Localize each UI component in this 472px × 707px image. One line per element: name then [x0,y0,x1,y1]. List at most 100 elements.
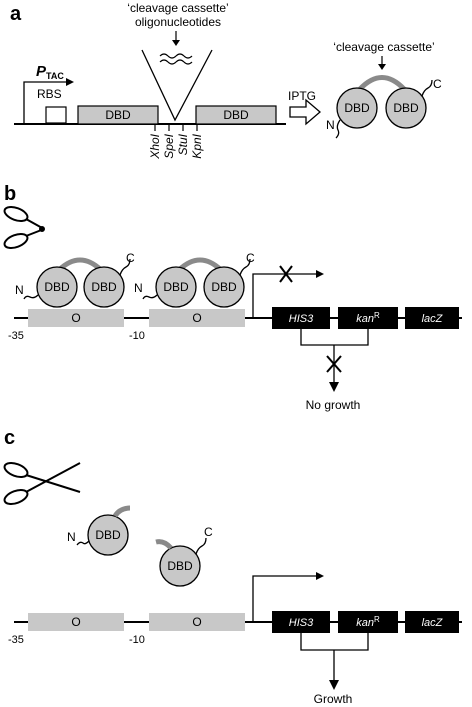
dbd-box-right [195,105,277,125]
panel-b-letter: b [4,183,16,205]
panel-b: b O O -35 -10 DBD DBD N C DBD D [3,183,462,412]
gene-his3-label-c: HIS3 [289,617,314,629]
dbd-box-left [77,105,159,125]
cleaved-dbd-1 [87,514,129,556]
operator-1 [28,309,124,327]
scissors-open-icon [3,462,81,505]
site-spei: SpeI [162,133,176,158]
cleaved-n-tail [76,540,90,546]
dimer-2-linker [177,257,223,272]
product-dbd-1 [336,87,378,129]
operator-2-label: O [192,311,201,325]
cleaved-n-label: N [67,530,76,544]
dimer-1-linker [57,257,103,272]
dimer-1-dbd-b [83,266,125,308]
cassette-oligos-label-line2: oligonucleotides [135,15,221,29]
cleaved-linker-2 [155,539,173,550]
induction-arrow-icon [289,98,321,126]
site-xhoi: XhoI [148,133,162,159]
restriction-site-ticks [154,124,198,131]
dimer-2-dbd-b-label: DBD [211,280,237,294]
c-terminus-label: C [433,77,442,91]
panel-a-letter: a [10,3,22,25]
product-cassette-label: ‘cleavage cassette’ [333,40,434,54]
promoter-arrow-icon [23,78,74,124]
cassette-oligos-label-line1: ‘cleavage cassette’ [127,1,228,15]
c-terminus-tail [421,79,433,97]
oligo-wave-icon [159,53,193,65]
scissors-closed-icon [3,206,45,249]
gene-kan-box-c [338,611,398,633]
n-terminus-tail [335,119,341,139]
dimer-2-n-label: N [134,281,143,295]
dimer-1-dbd-b-label: DBD [91,280,117,294]
operator-2 [149,309,245,327]
cleaved-c-label: C [204,525,213,539]
gene-kan-label: kanR [356,311,380,325]
rbs-box [45,106,67,124]
cleaved-dbd-2 [159,545,201,587]
operator-1-label: O [71,311,80,325]
outcome-arrow-icon-c [329,680,339,690]
panel-c-letter: c [4,427,15,449]
cleaved-dbd-1-label: DBD [95,528,121,542]
cleaved-c-tail [195,537,207,555]
insertion-site-icon [141,49,213,122]
gene-lacz-label-c: lacZ [422,617,444,629]
operator-1-c-label: O [71,615,80,629]
gene-lacz-label: lacZ [422,313,444,325]
panel-c: c DBD N DBD C O O -35 -10 [3,427,462,706]
operator-2-c [149,613,245,631]
operator-1-c [28,613,124,631]
gene-his3-box-c [272,611,330,633]
pos-minus35-c: -35 [8,634,24,646]
dimer-2-c-tail [239,258,251,276]
dbd-box-right-label: DBD [223,108,249,122]
dimer-2-n-tail [142,294,158,300]
down-arrow-icon [172,31,180,46]
product-dbd-2-label: DBD [393,101,419,115]
outcome-arrow-icon [329,382,339,392]
panel-a: a ‘cleavage cassette’ oligonucleotides P… [10,1,442,160]
pos-minus10: -10 [129,330,145,342]
cleaved-linker-1 [112,505,131,518]
outcome-growth: Growth [314,692,353,706]
dbd-box-left-label: DBD [105,108,131,122]
dimer-2-dbd-a-label: DBD [163,280,189,294]
site-stui: StuI [176,133,190,155]
gene-his3-label: HIS3 [289,313,314,325]
gene-kan-box [338,307,398,329]
cassette-pointer-icon [378,56,386,70]
site-kpni: KpnI [190,133,204,158]
gene-his3-box [272,307,330,329]
outcome-no-growth: No growth [306,398,361,412]
n-terminus-label: N [326,118,335,132]
dimer-1-dbd-a [36,266,78,308]
outcome-bracket-c [300,633,369,682]
transcription-arrow-icon [252,572,324,622]
dimer-2-dbd-a [155,266,197,308]
transcription-blocked-arrow-icon [252,265,324,318]
dimer-2-dbd-b [203,266,245,308]
inducer-label: IPTG [288,89,316,103]
outcome-bracket [300,329,369,384]
gene-lacz-box-c [405,611,459,633]
promoter-label: PTAC [36,63,64,81]
cleaved-dbd-2-label: DBD [167,559,193,573]
pos-minus10-c: -10 [129,634,145,646]
dimer-1-c-tail [119,258,131,276]
dimer-1-c-label: C [126,251,135,265]
pos-minus35: -35 [8,330,24,342]
rbs-label: RBS [37,87,62,101]
blocked-cross-icon [326,355,342,373]
dimer-1-n-label: N [15,283,24,297]
gene-kan-label-c: kanR [356,615,380,629]
dimer-2-c-label: C [246,251,255,265]
dimer-1-n-tail [23,294,39,300]
product-dbd-1-label: DBD [344,101,370,115]
cleavage-cassette-linker [358,75,406,91]
product-dbd-2 [385,87,427,129]
dimer-1-dbd-a-label: DBD [44,280,70,294]
operator-2-c-label: O [192,615,201,629]
